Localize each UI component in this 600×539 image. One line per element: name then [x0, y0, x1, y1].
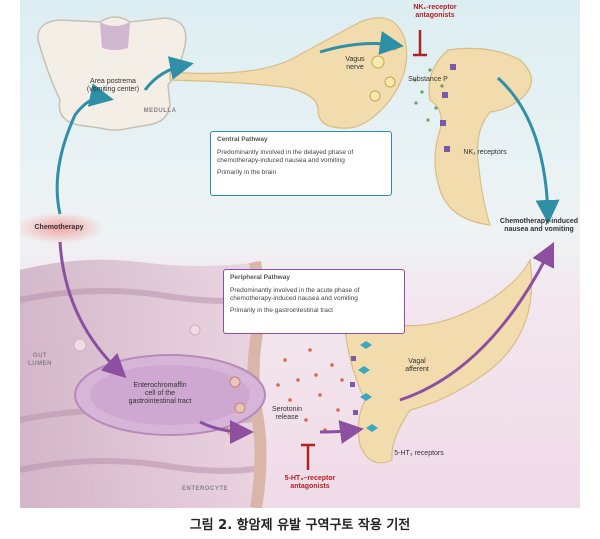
ht3-receptors-label: 5-HT₃ receptors [394, 450, 444, 457]
ht3-antagonist-inhibitor [301, 443, 315, 470]
substance-p-particles [413, 68, 444, 122]
peripheral-pathway-line1: Predominantly involved in the acute phas… [230, 287, 360, 302]
gut-lumen-label: GUT LUMEN [28, 353, 52, 367]
peripheral-pathway-title: Peripheral Pathway [230, 274, 290, 281]
medulla-label: MEDULLA [143, 108, 177, 114]
serotonin-release-label: Serotonin release [272, 406, 302, 421]
central-pathway-line1: Predominantly involved in the delayed ph… [217, 149, 354, 164]
chemotherapy-label: Chemotherapy [34, 224, 84, 231]
substance-p-label: Substance P [408, 76, 448, 83]
central-pathway-arrows [55, 31, 560, 224]
chemotherapy-glow [20, 212, 105, 244]
gut-tissue [20, 259, 267, 508]
central-pathway-line2: Primarily in the brain [217, 169, 277, 176]
peripheral-pathway-line2: Primarily in the gastrointestinal tract [230, 307, 333, 314]
area-postrema-label: Area postrema (vomiting center) [86, 78, 140, 93]
ht3-receptors [358, 341, 378, 432]
enterochromaffin-label: Enterochromaffin cell of the gastrointes… [128, 382, 192, 405]
enterocyte-label: ENTEROCYTE [181, 486, 228, 492]
nk1-antagonist-inhibitor [413, 30, 427, 57]
diagram-artwork [20, 0, 580, 508]
ht3-antagonists-label: 5-HT₃–receptor antagonists [284, 475, 336, 490]
peripheral-pathway-arrows [58, 241, 555, 444]
nk1-receptors [440, 64, 456, 152]
nk1-receptors-label: NK₁ receptors [463, 149, 507, 156]
chemo-nausea-label: Chemotherapy-induced nausea and vomiting [499, 218, 579, 233]
peripheral-pathway-box: Peripheral Pathway Predominantly involve… [223, 269, 405, 334]
mechanism-diagram: MEDULLA Area postrema (vomiting center) … [20, 0, 580, 508]
figure-caption: 그림 2. 항암제 유발 구역구토 작용 기전 [189, 518, 411, 533]
vagus-nerve-label: Vagus nerve [345, 56, 365, 71]
central-pathway-title: Central Pathway [217, 136, 268, 143]
central-pathway-box: Central Pathway Predominantly involved i… [210, 131, 392, 196]
nk1-antagonists-label: NK₁-receptor antagonists [413, 4, 457, 19]
ht3-sites [350, 356, 358, 415]
nk1-neuron-shape [428, 47, 532, 226]
vagal-afferent-label: Vagal afferent [405, 358, 429, 373]
medulla-shape [37, 16, 187, 131]
